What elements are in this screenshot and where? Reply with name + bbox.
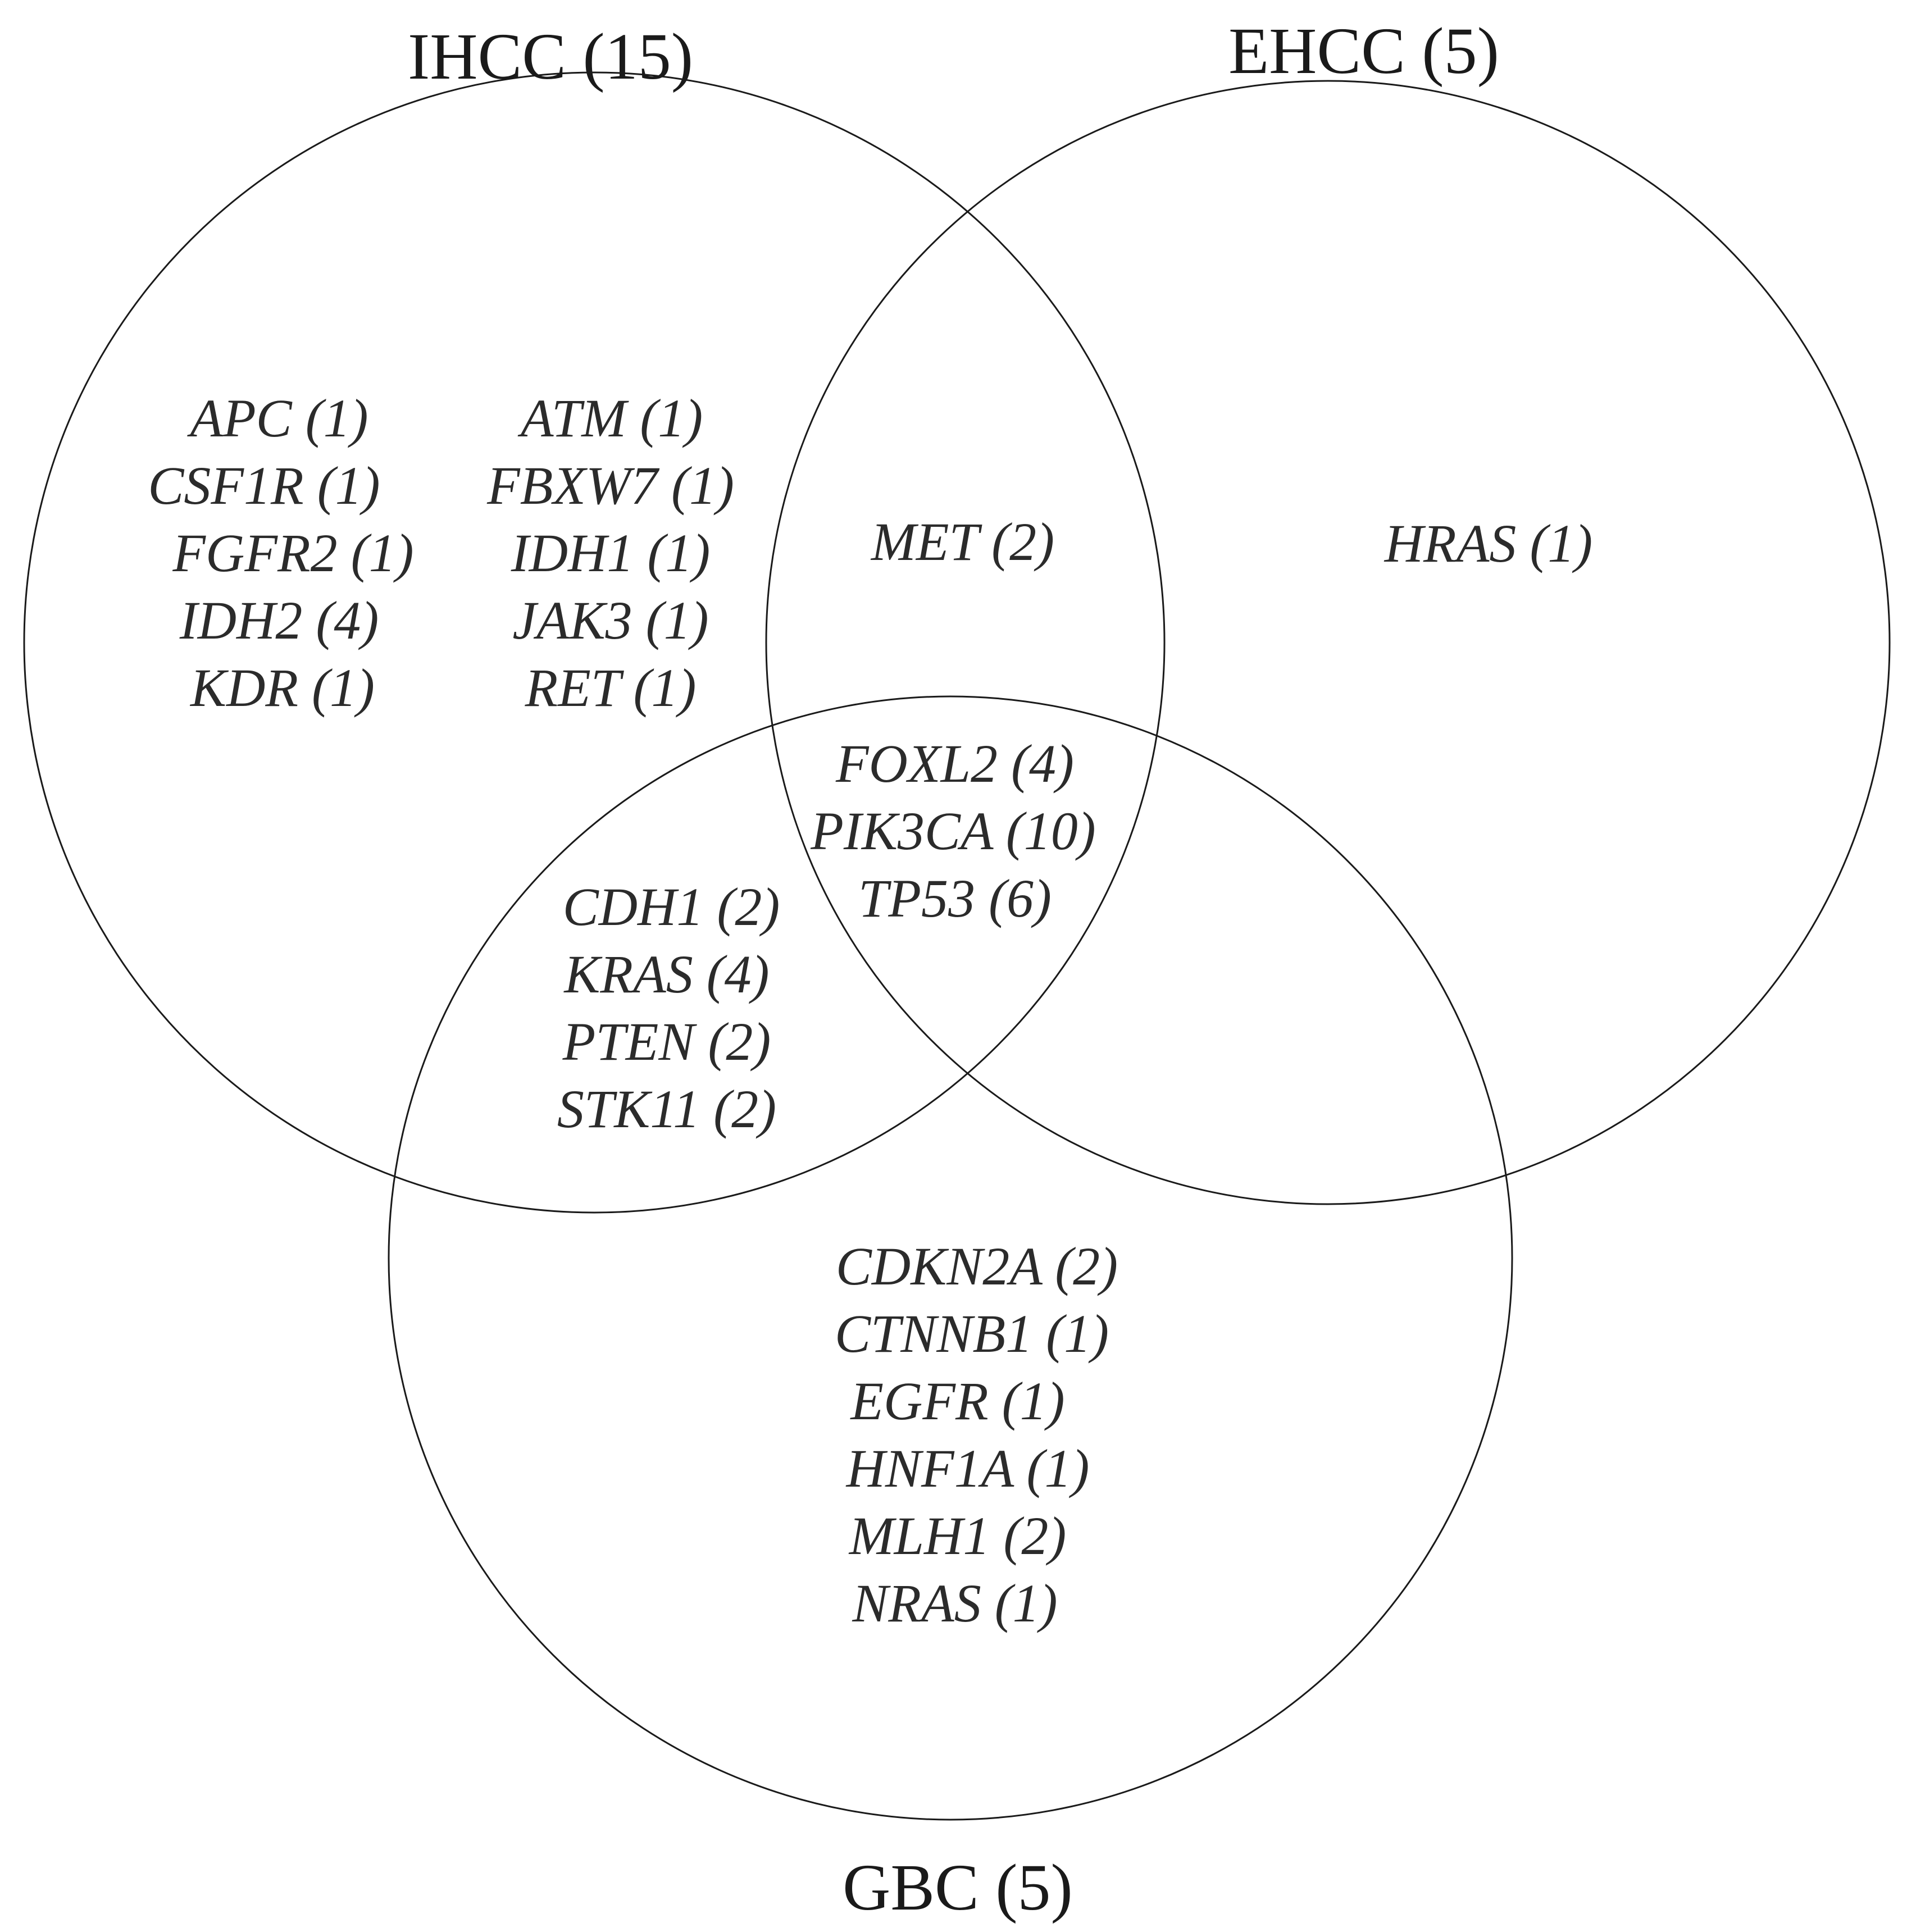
ihcc-only-col2: ATM (1) FBXW7 (1) IDH1 (1) JAK3 (1) RET …	[486, 388, 734, 718]
gbc-circle	[388, 695, 1513, 1821]
gene-label: MLH1 (2)	[848, 1506, 1067, 1566]
gene-label: FGFR2 (1)	[172, 523, 413, 583]
gene-label: CTNNB1 (1)	[835, 1304, 1109, 1364]
gene-label: PIK3CA (10)	[810, 801, 1096, 861]
gene-label: FOXL2 (4)	[835, 733, 1074, 794]
gene-label: KRAS (4)	[563, 944, 769, 1004]
gene-label: PTEN (2)	[562, 1011, 771, 1072]
gene-label: STK11 (2)	[557, 1079, 776, 1139]
gene-label: CDKN2A (2)	[836, 1236, 1118, 1296]
gene-label: APC (1)	[186, 388, 368, 448]
ehcc-circle	[765, 80, 1891, 1205]
gene-label: IDH2 (4)	[179, 590, 379, 650]
gbc-only: CDKN2A (2) CTNNB1 (1) EGFR (1) HNF1A (1)…	[835, 1236, 1118, 1633]
gene-label: ATM (1)	[517, 388, 703, 448]
gene-label: IDH1 (1)	[511, 523, 711, 583]
gene-label: FBXW7 (1)	[486, 455, 734, 516]
gbc-title: GBC (5)	[843, 1851, 1073, 1924]
ihcc-ehcc-overlap: MET (2)	[870, 512, 1054, 572]
all-three-overlap: FOXL2 (4) PIK3CA (10) TP53 (6)	[810, 733, 1096, 928]
gene-label: NRAS (1)	[852, 1573, 1057, 1633]
gene-label: EGFR (1)	[849, 1371, 1064, 1431]
ihcc-gbc-overlap: CDH1 (2) KRAS (4) PTEN (2) STK11 (2)	[557, 877, 780, 1139]
gene-label: MET (2)	[870, 512, 1054, 572]
gene-label: RET (1)	[525, 658, 697, 718]
ehcc-title: EHCC (5)	[1228, 14, 1499, 88]
gene-label: CSF1R (1)	[148, 455, 380, 516]
gene-label: HNF1A (1)	[845, 1438, 1090, 1498]
ihcc-title: IHCC (15)	[408, 20, 693, 93]
gene-label: CDH1 (2)	[563, 877, 780, 937]
gene-label: KDR (1)	[189, 658, 375, 718]
gene-label: HRAS (1)	[1383, 513, 1593, 573]
ihcc-only-col1: APC (1) CSF1R (1) FGFR2 (1) IDH2 (4) KDR…	[148, 388, 413, 718]
gene-label: JAK3 (1)	[512, 590, 708, 650]
ihcc-circle	[23, 71, 1166, 1214]
ehcc-only: HRAS (1)	[1383, 513, 1593, 573]
gene-label: TP53 (6)	[858, 868, 1052, 928]
